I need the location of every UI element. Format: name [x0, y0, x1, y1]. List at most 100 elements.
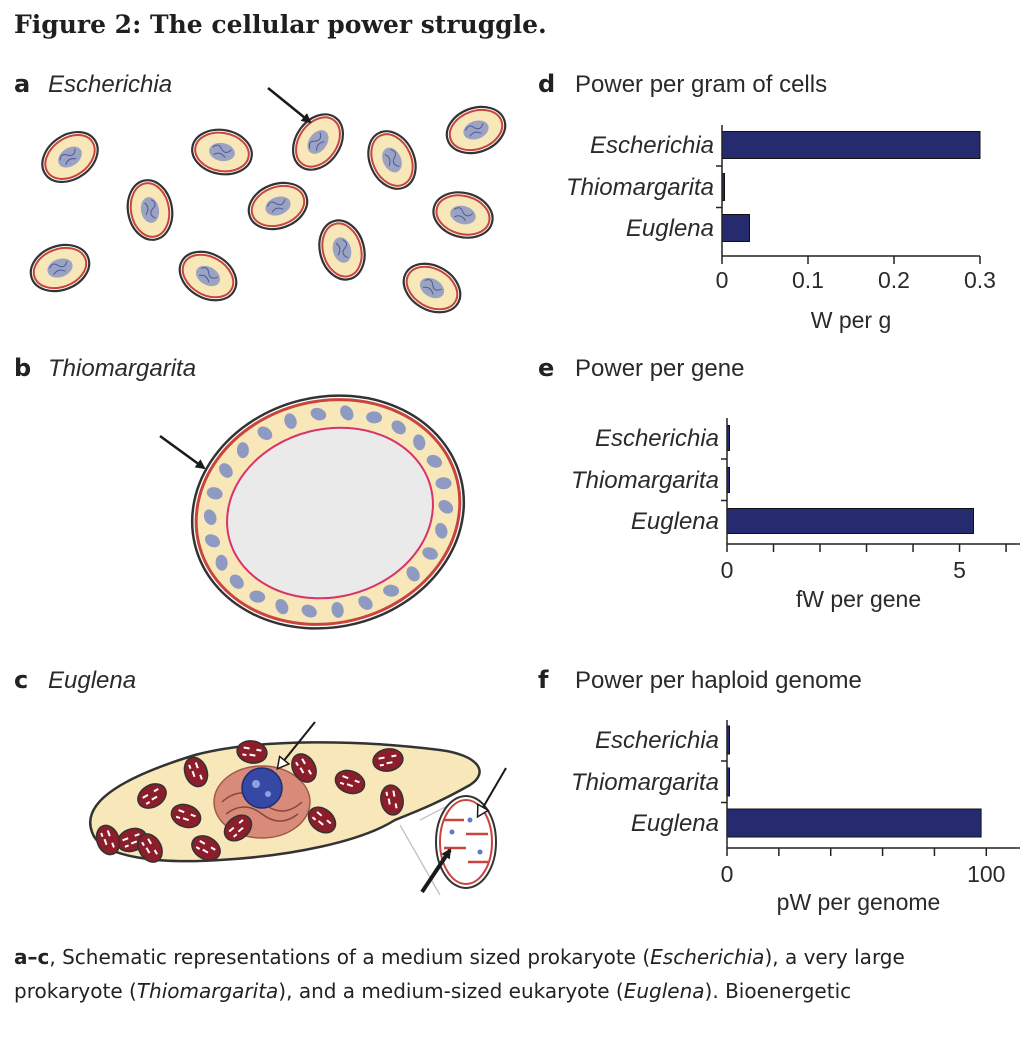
mitochondrion-zoom [435, 795, 497, 889]
nucleoid [257, 426, 273, 441]
nucleoid [219, 463, 233, 478]
escherichia-cell [247, 181, 309, 231]
panel-c-name: Euglena [48, 667, 136, 694]
mitochondrion [372, 748, 404, 772]
nucleoid [249, 590, 266, 603]
escherichia-cell [126, 179, 174, 241]
nucleoid [438, 500, 454, 514]
tick-label: 0.3 [964, 267, 996, 293]
category-label: Thiomargarita [566, 174, 714, 201]
category-label: Escherichia [590, 132, 714, 159]
nucleoid [391, 420, 406, 435]
er-fold [225, 806, 299, 822]
escherichia-cell [41, 130, 99, 184]
bar [721, 131, 981, 159]
nucleoid [301, 604, 317, 618]
mitochondrion [307, 806, 337, 834]
arrow-c-nucleus [278, 721, 316, 768]
panel-c-label: c Euglena [14, 666, 136, 694]
nucleoid [284, 413, 297, 429]
escherichia-cell [191, 128, 253, 176]
nucleoid [204, 534, 221, 548]
tick-label: 0.1 [792, 267, 824, 293]
caption-lead: a–c [14, 945, 50, 969]
escherichia-cell [291, 113, 345, 171]
x-axis-label: W per g [811, 307, 892, 333]
panel-b-label: b Thiomargarita [14, 354, 196, 382]
caption-taxon: Escherichia [650, 945, 765, 969]
arrow-b [159, 434, 206, 470]
panel-f-label: f Power per haploid genome [538, 666, 862, 694]
caption-text: ). Bioenergetic [704, 979, 852, 1003]
nucleoid [236, 442, 249, 459]
mitochondrion [223, 814, 253, 842]
mitochondrion [291, 753, 317, 783]
caption-taxon: Thiomargarita [136, 979, 279, 1003]
nucleoid [215, 554, 228, 571]
nucleoid [340, 405, 354, 421]
bar [726, 808, 982, 838]
panel-d-label: d Power per gram of cells [538, 70, 827, 98]
panel-a-letter: a [14, 70, 30, 98]
panel-d-title: Power per gram of cells [575, 71, 827, 98]
nucleoid [406, 566, 420, 582]
escherichia-cell [367, 130, 417, 190]
zoom-line [399, 824, 441, 896]
x-axis-label: pW per genome [777, 889, 941, 915]
escherichia-cell [402, 262, 462, 314]
golgi-er [213, 765, 311, 839]
tick-label: 5 [953, 557, 966, 583]
panel-e-label: e Power per gene [538, 354, 744, 382]
caption-text: , Schematic representations of a medium … [49, 945, 651, 969]
nucleoid [206, 487, 223, 500]
mitochondrion [380, 784, 404, 816]
panel-a-label: a Escherichia [14, 70, 172, 98]
tick-label: 0 [721, 557, 734, 583]
panel-f-letter: f [538, 666, 549, 694]
mtdna [449, 829, 455, 835]
cell-wall [190, 394, 466, 630]
mitochondria [95, 740, 404, 863]
arrow-a [267, 87, 312, 124]
mitochondrion [334, 769, 366, 795]
mtdna [467, 817, 473, 823]
nucleoid [310, 407, 327, 421]
arrow-c-membrane [420, 848, 452, 894]
figure-canvas: a Escherichia b Thiomargarita c Euglena [14, 70, 1020, 915]
category-label: Euglena [631, 508, 719, 535]
escherichia-cell [29, 243, 91, 293]
panel-c-letter: c [14, 666, 28, 694]
mitochondrion [191, 835, 221, 861]
vacuole [226, 426, 434, 600]
bar [726, 508, 974, 534]
panel-b-name: Thiomargarita [48, 355, 196, 382]
nucleoid [435, 522, 448, 539]
caption-text: ), a very large prokaryote ( [14, 945, 905, 1003]
category-label: Thiomargarita [571, 769, 719, 796]
tick-label: 100 [967, 861, 1005, 887]
mitochondrion [137, 783, 167, 809]
mtdna [477, 849, 483, 855]
figure-title: Figure 2: The cellular power struggle. [14, 10, 547, 39]
mitochondrion [236, 740, 268, 764]
nucleoid [435, 477, 452, 490]
nucleolus [252, 780, 260, 788]
category-label: Thiomargarita [571, 467, 719, 494]
mitochondrion [95, 824, 121, 856]
nucleoid-ring [203, 405, 454, 618]
escherichia-cell [178, 250, 238, 302]
nucleoid [331, 601, 344, 618]
euglena-cell [89, 740, 481, 863]
nucleolus [265, 791, 271, 797]
panel-e-letter: e [538, 354, 554, 382]
mitochondrion [137, 833, 163, 863]
panel-e-title: Power per gene [575, 355, 744, 382]
nucleus [241, 767, 283, 809]
panel-d-letter: d [538, 70, 555, 98]
nucleoid [229, 574, 244, 589]
tick-label: 0 [716, 267, 729, 293]
escherichia-cell [318, 219, 366, 281]
bar [721, 214, 750, 242]
escherichia-cells [29, 105, 507, 314]
